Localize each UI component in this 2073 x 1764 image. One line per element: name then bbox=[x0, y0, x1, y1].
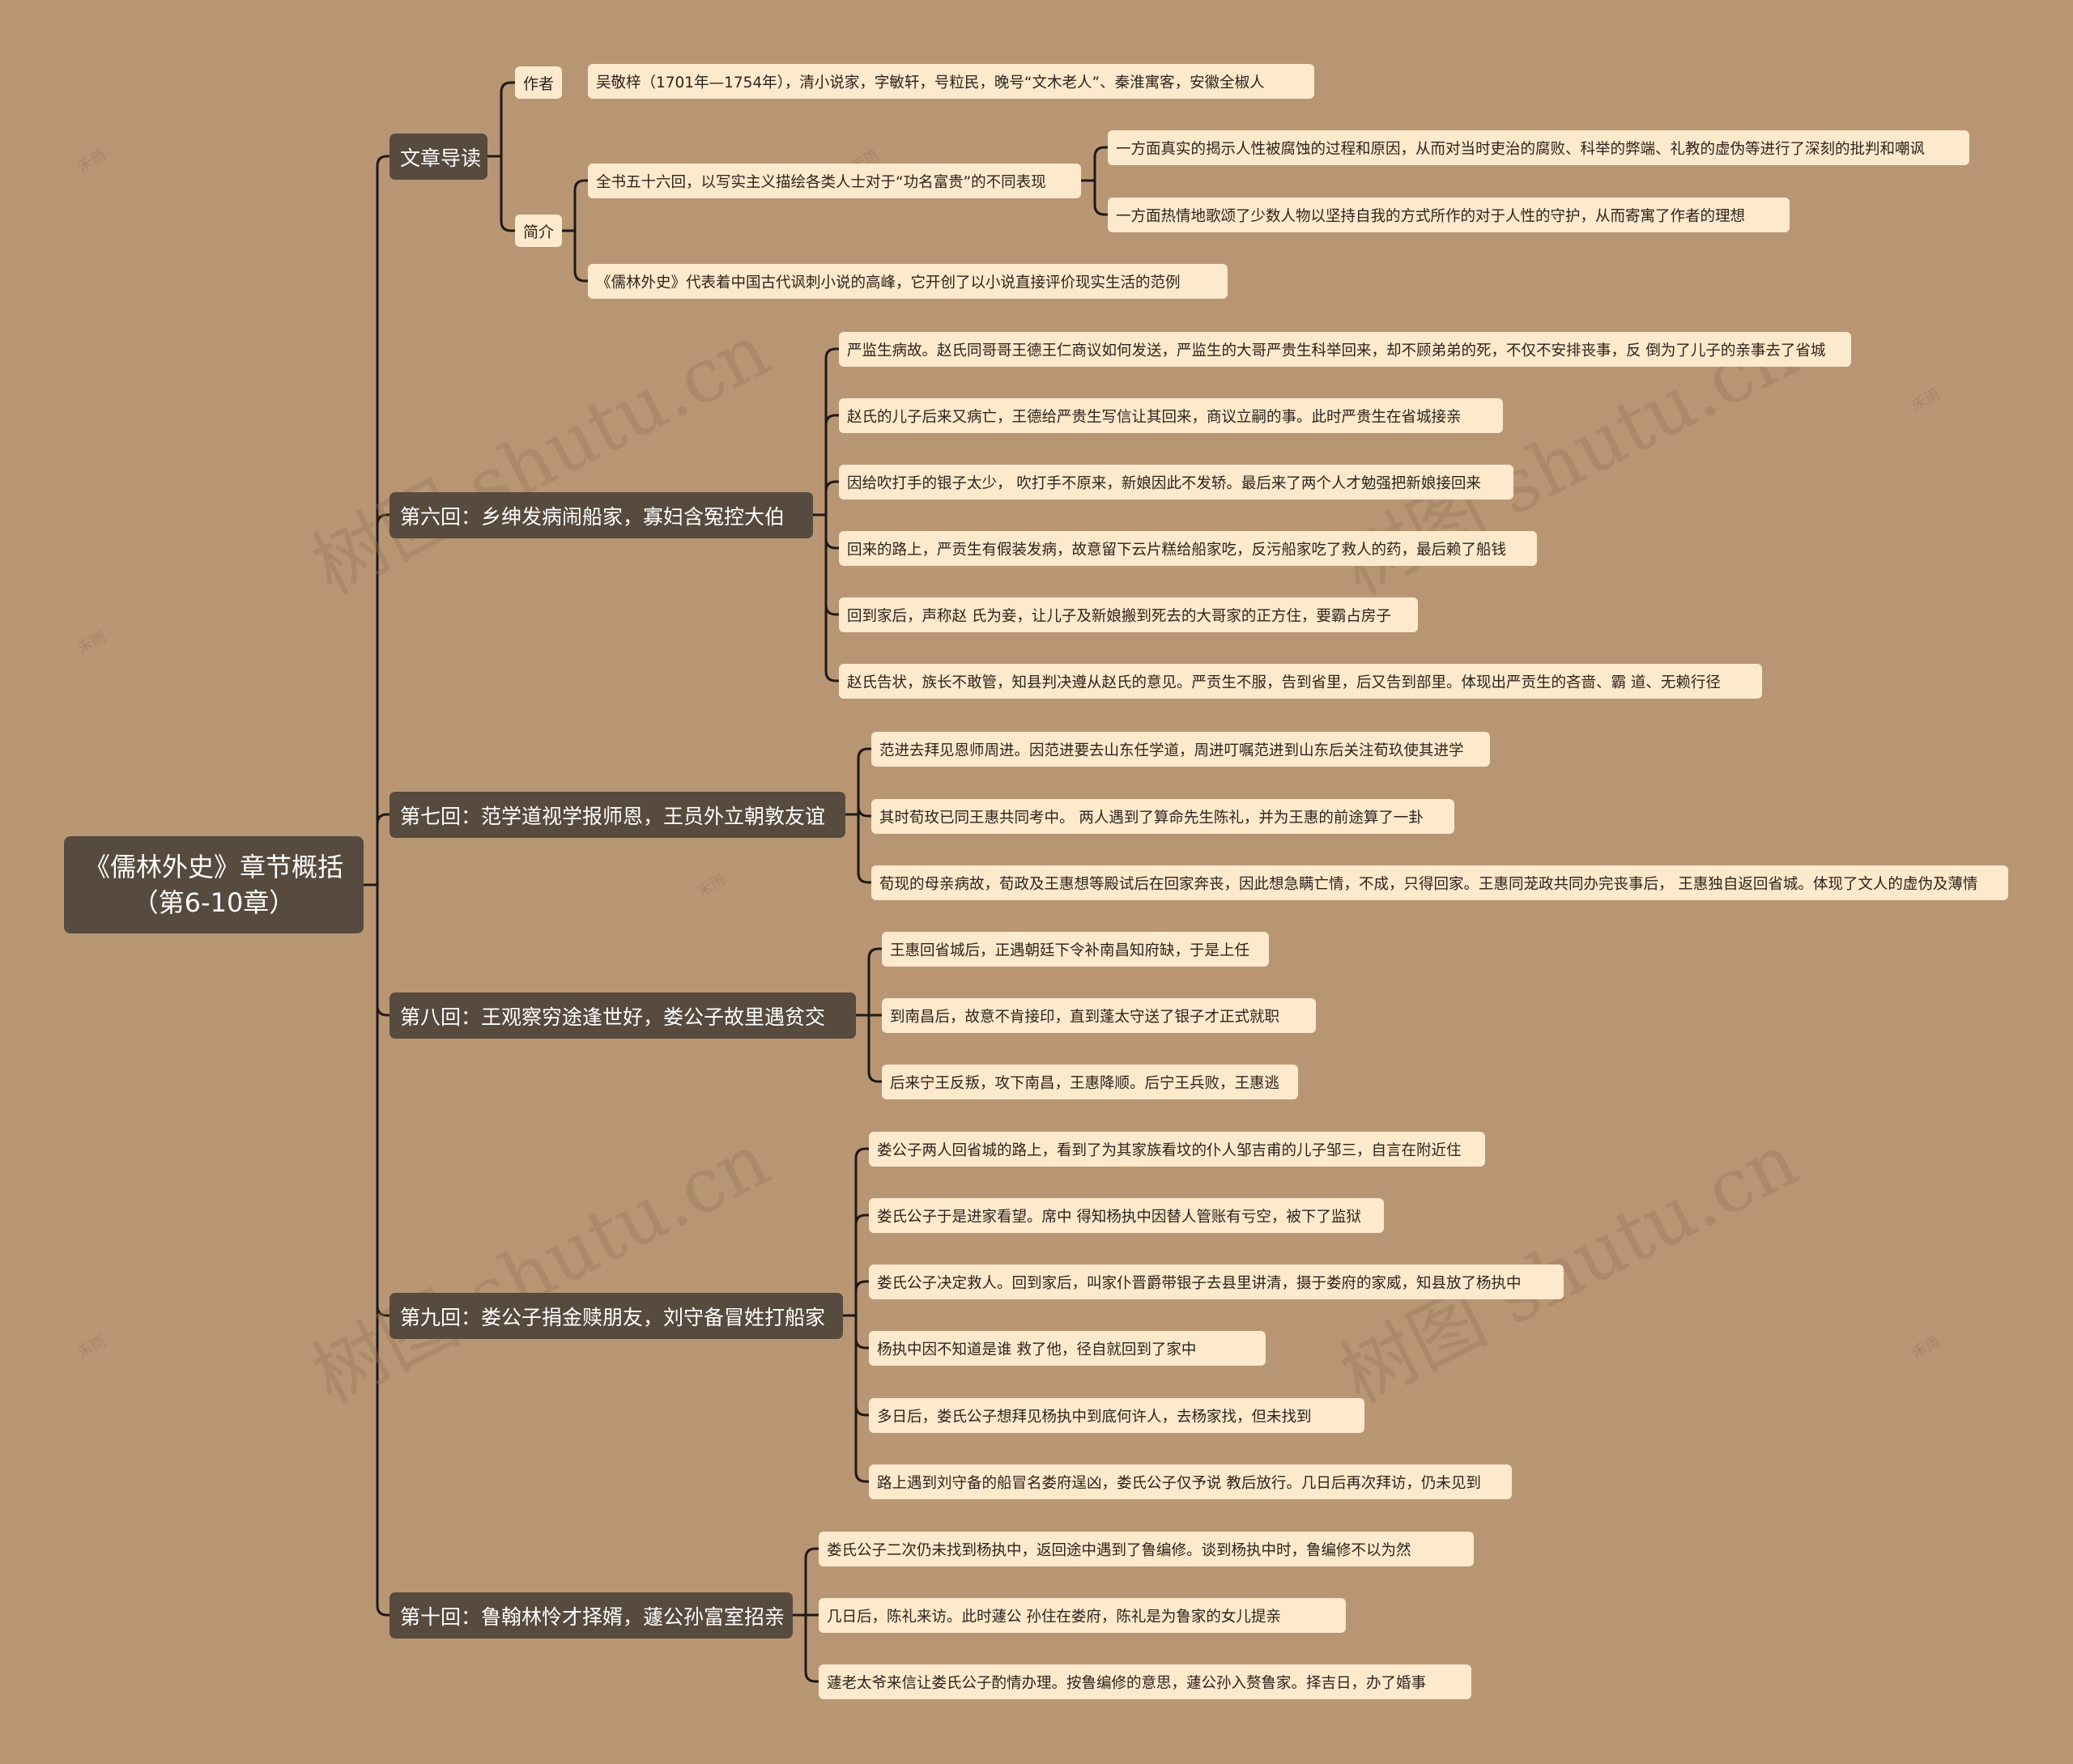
connector bbox=[857, 814, 871, 884]
branch-chapter-9[interactable]: 第九回：娄公子捐金赎朋友，刘守备冒姓打船家 bbox=[389, 1293, 843, 1339]
chapter-6-item[interactable]: 回到家后，声称赵 氏为妾，让儿子及新娘搬到死去的大哥家的正方住，要霸占房子 bbox=[839, 597, 1418, 632]
chapter-9-item[interactable]: 娄公子两人回省城的路上，看到了为其家族看坟的仆人邹吉甫的儿子邹三，自言在附近住 bbox=[869, 1132, 1485, 1167]
connector bbox=[854, 1316, 869, 1417]
connector bbox=[500, 81, 515, 156]
chapter-9-item[interactable]: 多日后，娄氏公子想拜见杨执中到底何许人，去杨家找，但未找到 bbox=[869, 1398, 1364, 1433]
connector bbox=[804, 1615, 819, 1683]
chapter-7-item[interactable]: 其时荀玫已同王惠共同考中。 两人遇到了算命先生陈礼，并为王惠的前途算了一卦 bbox=[871, 799, 1454, 834]
chapter-9-item[interactable]: 杨执中因不知道是谁 救了他，径自就回到了家中 bbox=[869, 1331, 1266, 1366]
chapter-7-item[interactable]: 范进去拜见恩师周进。因范进要去山东任学道，周进叮嘱范进到山东后关注荀玖使其进学 bbox=[871, 732, 1490, 767]
connector bbox=[376, 885, 389, 1617]
chapter-6-item[interactable]: 因给吹打手的银子太少， 吹打手不原来，新娘因此不发轿。最后来了两个人才勉强把新娘… bbox=[839, 465, 1513, 499]
chapter-9-item[interactable]: 娄氏公子于是进家看望。席中 得知杨执中因替人管账有亏空，被下了监狱 bbox=[869, 1198, 1384, 1233]
connector bbox=[867, 947, 882, 1015]
connector bbox=[824, 347, 839, 515]
connector bbox=[854, 1316, 869, 1483]
intro-summary-status[interactable]: 《儒林外史》代表着中国古代讽刺小说的高峰，它开创了以小说直接评价现实生活的范例 bbox=[588, 264, 1228, 299]
connector bbox=[854, 1147, 869, 1316]
connector bbox=[824, 414, 839, 515]
connector bbox=[804, 1547, 819, 1615]
chapter-6-item[interactable]: 赵氏告状，族长不敢管，知县判决遵从赵氏的意见。严贡生不服，告到省里，后又告到部里… bbox=[839, 664, 1762, 699]
intro-summary-sub1[interactable]: 一方面真实的揭示人性被腐蚀的过程和原因，从而对当时吏治的腐败、科举的弊端、礼教的… bbox=[1108, 130, 1969, 165]
chapter-8-item[interactable]: 王惠回省城后，正遇朝廷下令补南昌知府缺，于是上任 bbox=[882, 932, 1269, 967]
connector bbox=[824, 515, 839, 616]
root-topic[interactable]: 《儒林外史》章节概括 （第6-10章） bbox=[64, 836, 364, 933]
connector bbox=[854, 1280, 869, 1316]
intro-summary-main[interactable]: 全书五十六回，以写实主义描绘各类人士对于“功名富贵”的不同表现 bbox=[588, 164, 1081, 198]
branch-intro[interactable]: 文章导读 bbox=[389, 134, 487, 180]
chapter-10-item[interactable]: 几日后，陈礼来访。此时蘧公 孙住在娄府，陈礼是为鲁家的女儿提亲 bbox=[819, 1598, 1346, 1633]
branch-chapter-6[interactable]: 第六回：乡绅发病闹船家，寡妇含冤控大伯 bbox=[389, 492, 813, 538]
connector bbox=[1093, 181, 1108, 216]
intro-summary-label[interactable]: 简介 bbox=[515, 215, 562, 247]
connector bbox=[376, 155, 389, 885]
chapter-10-item[interactable]: 蘧老太爷来信让娄氏公子酌情办理。按鲁编修的意思，蘧公孙入赘鲁家。择吉日，办了婚事 bbox=[819, 1664, 1471, 1699]
connector bbox=[857, 805, 871, 818]
root-title-line1: 《儒林外史》章节概括 bbox=[83, 852, 343, 882]
connector bbox=[376, 885, 389, 1017]
connector bbox=[573, 231, 588, 283]
connector bbox=[1093, 146, 1108, 181]
chapter-10-item[interactable]: 娄氏公子二次仍未找到杨执中，返回途中遇到了鲁编修。谈到杨执中时，鲁编修不以为然 bbox=[819, 1532, 1474, 1566]
connector bbox=[857, 747, 871, 814]
connector bbox=[854, 1214, 869, 1316]
intro-summary-sub2[interactable]: 一方面热情地歌颂了少数人物以坚持自我的方式所作的对于人性的守护，从而寄寓了作者的… bbox=[1108, 198, 1790, 232]
connector bbox=[500, 156, 515, 232]
connector bbox=[376, 513, 389, 885]
connector bbox=[376, 885, 389, 1317]
chapter-8-item[interactable]: 到南昌后，故意不肯接印，直到蓬太守送了银子才正式就职 bbox=[882, 998, 1316, 1033]
connector bbox=[824, 515, 839, 550]
branch-chapter-10[interactable]: 第十回：鲁翰林怜才择婿，蘧公孙富室招亲 bbox=[389, 1592, 793, 1639]
intro-author-text[interactable]: 吴敬梓（1701年—1754年），清小说家，字敏轩，号粒民，晚号“文木老人”、秦… bbox=[588, 64, 1314, 99]
connector bbox=[824, 515, 839, 682]
connector bbox=[824, 480, 839, 515]
chapter-6-item[interactable]: 严监生病故。赵氏同哥哥王德王仁商议如何发送，严监生的大哥严贵生科举回来，却不顾弟… bbox=[839, 332, 1851, 367]
intro-author-label[interactable]: 作者 bbox=[515, 66, 562, 99]
root-title-line2: （第6-10章） bbox=[132, 887, 296, 918]
chapter-6-item[interactable]: 回来的路上，严贡生有假装发病，故意留下云片糕给船家吃，反污船家吃了救人的药，最后… bbox=[839, 531, 1537, 566]
chapter-7-item[interactable]: 荀现的母亲病故，荀政及王惠想等殿试后在回家奔丧，因此想急瞒亡情，不成，只得回家。… bbox=[871, 865, 2008, 900]
chapter-6-item[interactable]: 赵氏的儿子后来又病亡，王德给严贵生写信让其回来，商议立嗣的事。此时严贵生在省城接… bbox=[839, 398, 1503, 433]
connector bbox=[867, 1015, 882, 1083]
connector bbox=[376, 813, 389, 885]
chapter-9-item[interactable]: 路上遇到刘守备的船冒名娄府逞凶，娄氏公子仅予说 教后放行。几日后再次拜访，仍未见… bbox=[869, 1464, 1512, 1499]
connector bbox=[573, 179, 588, 231]
chapter-8-item[interactable]: 后来宁王反叛，攻下南昌，王惠降顺。后宁王兵败，王惠逃 bbox=[882, 1065, 1298, 1099]
chapter-9-item[interactable]: 娄氏公子决定救人。回到家后，叫家仆晋爵带银子去县里讲清，摄于娄府的家威，知县放了… bbox=[869, 1265, 1564, 1299]
connector bbox=[854, 1316, 869, 1350]
branch-chapter-8[interactable]: 第八回：王观察穷途逢世好，娄公子故里遇贫交 bbox=[389, 993, 856, 1039]
branch-chapter-7[interactable]: 第七回：范学道视学报师恩，王员外立朝敦友谊 bbox=[389, 792, 845, 838]
